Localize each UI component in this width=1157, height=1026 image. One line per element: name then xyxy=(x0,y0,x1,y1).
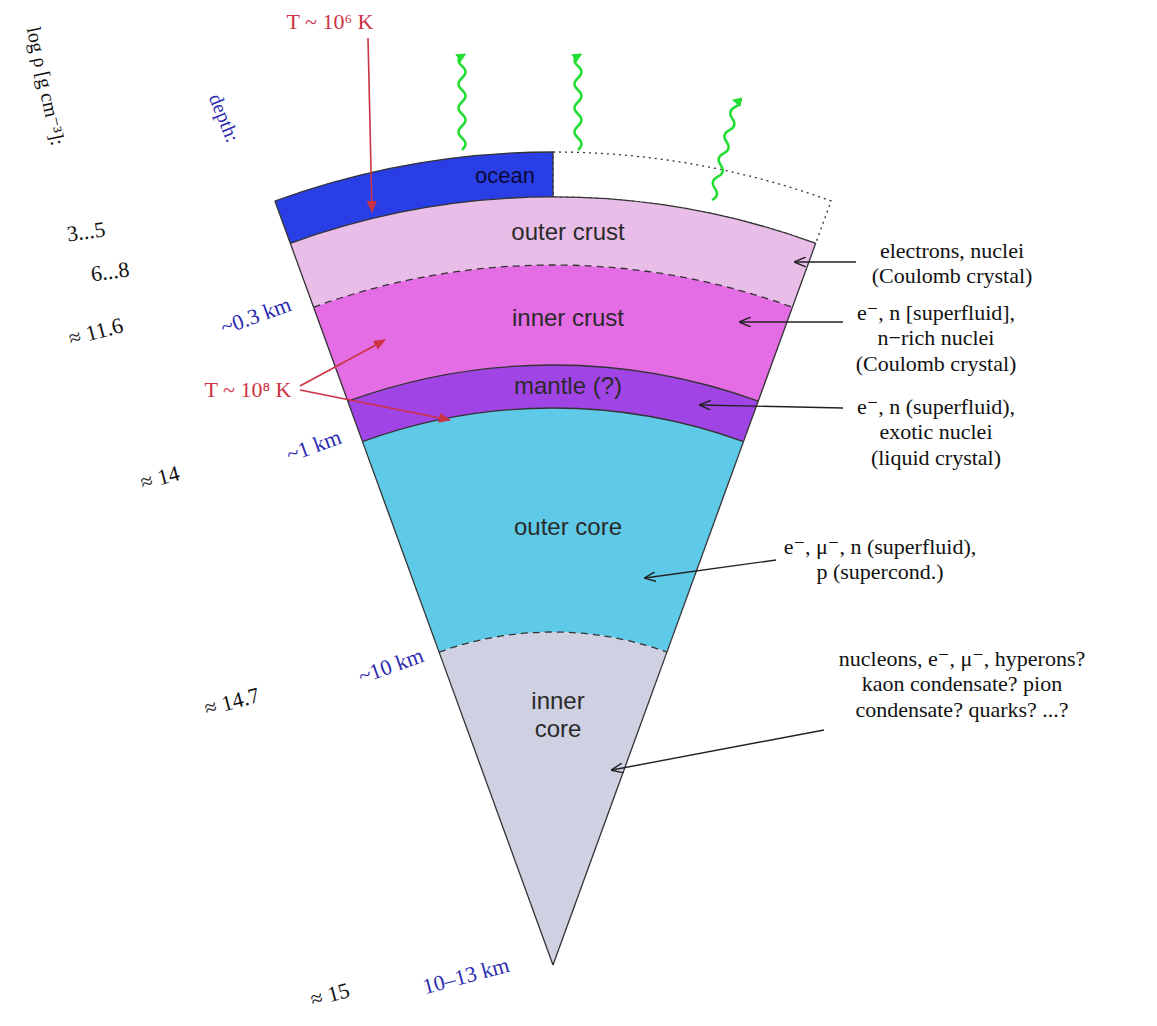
band-name: inner core xyxy=(513,687,603,742)
label-holder: ≈ 11.6 xyxy=(66,312,126,351)
label-holder: 3...5 xyxy=(65,216,107,247)
layer-band: inner core xyxy=(437,630,669,967)
temperature-label: T ~ 10⁸ K xyxy=(204,377,291,403)
band-side xyxy=(744,401,759,441)
composition-note: electrons, nuclei (Coulomb crystal) xyxy=(862,238,1042,289)
band-fill xyxy=(439,632,667,965)
label-holder: 6...8 xyxy=(89,256,131,287)
label-holder: ≈ 14 xyxy=(138,460,183,495)
label-holder: 10–13 km xyxy=(420,952,512,1000)
leader-arrow xyxy=(700,405,843,408)
axis-title: log ρ [g cm⁻³]: xyxy=(22,25,71,148)
layer-band: outer core xyxy=(360,406,746,655)
band-side xyxy=(552,152,553,197)
temperature-arrow-guide xyxy=(300,340,450,420)
band-side xyxy=(667,442,744,652)
band-boundary xyxy=(363,408,744,442)
temperature-arrow xyxy=(300,390,450,420)
label-holder: e⁻, n (superfluid), exotic nuclei (liqui… xyxy=(848,394,1024,470)
density-value: ≈ 11.6 xyxy=(66,312,126,351)
band-boundary xyxy=(314,265,793,307)
band-label-holder: outer core xyxy=(514,513,622,541)
band-fill xyxy=(363,408,744,652)
band-side xyxy=(792,243,815,307)
band-label-holder: inner core xyxy=(513,687,603,742)
band-boundary xyxy=(439,632,667,652)
band-side xyxy=(363,442,440,652)
band-side xyxy=(314,307,348,401)
band-name: outer crust xyxy=(511,218,624,246)
band-side xyxy=(348,401,363,441)
radiation-arrow xyxy=(459,56,466,150)
composition-note: e⁻, n [superfluid], n−rich nuclei (Coulo… xyxy=(848,300,1024,376)
density-value: ≈ 14 xyxy=(138,460,183,495)
axis-title: depth: xyxy=(204,91,244,146)
radiation-arrow xyxy=(575,56,582,150)
composition-note: e⁻, μ⁻, n (superfluid), p (supercond.) xyxy=(780,534,980,585)
band-side xyxy=(275,201,290,243)
label-holder: electrons, nuclei (Coulomb crystal) xyxy=(862,238,1042,289)
leader-arrow xyxy=(795,261,856,262)
depth-value: ~0.3 km xyxy=(217,291,295,340)
label-holder: depth: xyxy=(204,91,244,146)
band-label-holder: mantle (?) xyxy=(514,372,622,400)
temperature-arrow xyxy=(368,38,372,212)
band-label-holder: inner crust xyxy=(512,304,624,332)
radiation-arrow xyxy=(709,100,740,201)
band-shape xyxy=(437,630,669,967)
label-holder: T ~ 10⁶ K xyxy=(286,9,373,35)
temperature-arrow xyxy=(300,340,385,386)
label-holder: ≈ 15 xyxy=(308,977,353,1012)
label-holder: ~10 km xyxy=(355,642,427,690)
label-holder: e⁻, n [superfluid], n−rich nuclei (Coulo… xyxy=(848,300,1024,376)
density-value: ≈ 15 xyxy=(308,977,353,1012)
depth-value: ~1 km xyxy=(283,424,345,468)
depth-value: 10–13 km xyxy=(420,952,512,1000)
band-boundary xyxy=(348,365,758,401)
label-holder: ~0.3 km xyxy=(217,291,295,340)
band-name: mantle (?) xyxy=(514,372,622,400)
label-holder: log ρ [g cm⁻³]: xyxy=(22,25,71,148)
temperature-label: T ~ 10⁶ K xyxy=(286,9,373,35)
leader-arrow xyxy=(645,560,776,578)
density-value: 6...8 xyxy=(89,256,131,287)
label-holder: ~1 km xyxy=(283,424,345,468)
label-holder: nucleons, e⁻, μ⁻, hyperons? kaon condens… xyxy=(828,646,1096,722)
band-boundary xyxy=(275,152,553,201)
leader-arrow xyxy=(612,730,824,770)
band-name: ocean xyxy=(475,163,535,189)
band-side xyxy=(290,243,313,307)
composition-note: e⁻, n (superfluid), exotic nuclei (liqui… xyxy=(848,394,1024,470)
depth-value: ~10 km xyxy=(355,642,427,690)
composition-note: nucleons, e⁻, μ⁻, hyperons? kaon condens… xyxy=(828,646,1096,722)
band-label-holder: ocean xyxy=(475,163,535,189)
band-fill xyxy=(314,265,793,401)
density-value: 3...5 xyxy=(65,216,107,247)
label-holder: e⁻, μ⁻, n (superfluid), p (supercond.) xyxy=(780,534,980,585)
density-value: ≈ 14.7 xyxy=(202,682,263,722)
leader-arrow xyxy=(740,321,843,322)
band-name: inner crust xyxy=(512,304,624,332)
label-holder: ≈ 14.7 xyxy=(202,682,263,722)
band-label-holder: outer crust xyxy=(511,218,624,246)
band-name: outer core xyxy=(514,513,622,541)
label-holder: T ~ 10⁸ K xyxy=(204,377,291,403)
